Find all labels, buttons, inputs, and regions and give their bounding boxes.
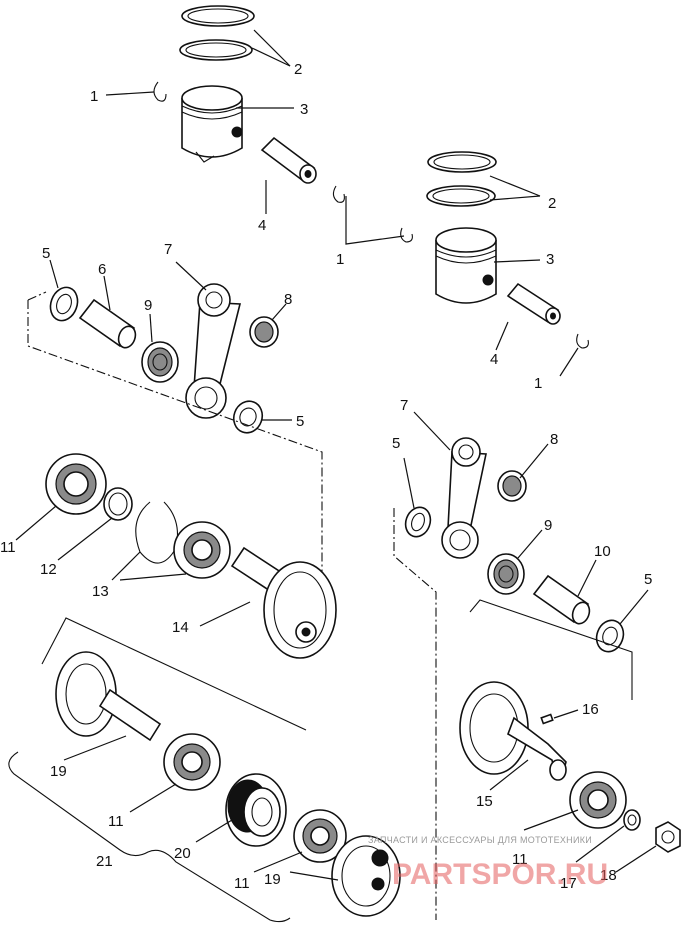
watermark: ЗАПЧАСТИ И АКСЕССУАРЫ ДЛЯ МОТОТЕХНИКИ PA…: [368, 835, 608, 891]
callout-9: 9: [144, 297, 152, 314]
callout-6: 6: [98, 261, 106, 278]
callout-13: 13: [92, 583, 109, 600]
watermark-tagline: ЗАПЧАСТИ И АКСЕССУАРЫ ДЛЯ МОТОТЕХНИКИ: [368, 835, 592, 845]
right-piston: [435, 227, 497, 304]
left-rod-group-boundary: [27, 300, 323, 592]
callout-14: 14: [172, 619, 189, 636]
callout-labels: 1 2 3 4 1 2 3 4 1 5 6 9 7 8 5 11 12 13 1…: [0, 61, 652, 892]
right-circlip-top: [400, 227, 413, 243]
right-main-bearing: [569, 771, 627, 829]
callout-11: 11: [512, 851, 528, 868]
callout-5: 5: [296, 413, 304, 430]
callout-5: 5: [392, 435, 400, 452]
callout-8: 8: [284, 291, 292, 308]
callout-19: 19: [264, 871, 281, 888]
left-circlip-top: [153, 81, 167, 102]
center-bearing: [293, 809, 347, 863]
left-needle-bearing-small: [249, 316, 279, 348]
callout-19: 19: [50, 763, 67, 780]
left-bottom-bearing: [163, 733, 221, 791]
right-crank-pin: [532, 574, 591, 625]
woodruff-key: [540, 713, 554, 725]
left-bottom-group-boundary: [41, 617, 307, 731]
right-piston-pin: [506, 282, 561, 325]
watermark-logo: PARTSPOR.RU: [392, 858, 608, 891]
callout-20: 20: [174, 845, 191, 862]
right-connecting-rod: [441, 437, 487, 559]
right-crankshaft-half: [459, 681, 567, 781]
callout-9: 9: [544, 517, 552, 534]
left-piston-rings: [179, 5, 255, 61]
right-thrust-washer-left: [404, 506, 432, 538]
callout-11: 11: [108, 813, 124, 830]
callout-5: 5: [644, 571, 652, 588]
right-rod-group-bracket: [469, 599, 633, 700]
right-thrust-washer-right: [595, 619, 625, 653]
callout-11: 11: [234, 875, 250, 892]
callout-17: 17: [560, 875, 577, 892]
left-thrust-washer-top: [49, 286, 79, 322]
leader-lines: [15, 29, 657, 881]
callout-11: 11: [0, 539, 16, 556]
left-crank-bottom-half: [55, 651, 162, 742]
left-rod-group-boundary-upper: [27, 291, 47, 301]
right-piston-rings: [426, 151, 497, 207]
callout-1: 1: [90, 88, 98, 105]
callout-3: 3: [546, 251, 554, 268]
nut-18: [655, 821, 681, 853]
callout-4: 4: [258, 217, 266, 234]
callout-1: 1: [336, 251, 344, 268]
left-crankshaft-half: [230, 546, 337, 659]
left-crank-pin: [78, 298, 137, 349]
callout-18: 18: [600, 867, 617, 884]
callout-4: 4: [490, 351, 498, 368]
callout-8: 8: [550, 431, 558, 448]
callout-2: 2: [294, 61, 302, 78]
callout-1: 1: [534, 375, 542, 392]
callout-21: 21: [96, 853, 113, 870]
left-main-bearing: [45, 453, 107, 515]
group-21-bracket: [8, 751, 291, 923]
left-bearing-with-seal: [173, 521, 231, 579]
left-needle-bearing-big: [141, 341, 179, 383]
left-piston-pin: [260, 136, 317, 184]
right-rod-group-boundary: [393, 508, 437, 920]
right-crank-disc-bottom: [331, 835, 401, 917]
left-snap-ring: [135, 501, 179, 564]
callout-15: 15: [476, 793, 493, 810]
callout-12: 12: [40, 561, 57, 578]
left-piston: [181, 85, 243, 163]
right-needle-bearing-small: [497, 470, 527, 502]
left-oil-seal-ring: [103, 487, 133, 521]
left-circlip-bottom: [332, 185, 345, 203]
left-connecting-rod: [185, 283, 242, 419]
left-thrust-washer-bottom: [232, 400, 264, 434]
washer-17: [623, 809, 641, 831]
right-needle-bearing-big: [487, 553, 525, 595]
callout-10: 10: [594, 543, 611, 560]
callout-7: 7: [400, 397, 408, 414]
center-labyrinth-seal: [225, 773, 287, 847]
right-circlip-bottom: [576, 333, 589, 349]
callout-3: 3: [300, 101, 308, 118]
callout-16: 16: [582, 701, 599, 718]
callout-5: 5: [42, 245, 50, 262]
callout-7: 7: [164, 241, 172, 258]
callout-2: 2: [548, 195, 556, 212]
